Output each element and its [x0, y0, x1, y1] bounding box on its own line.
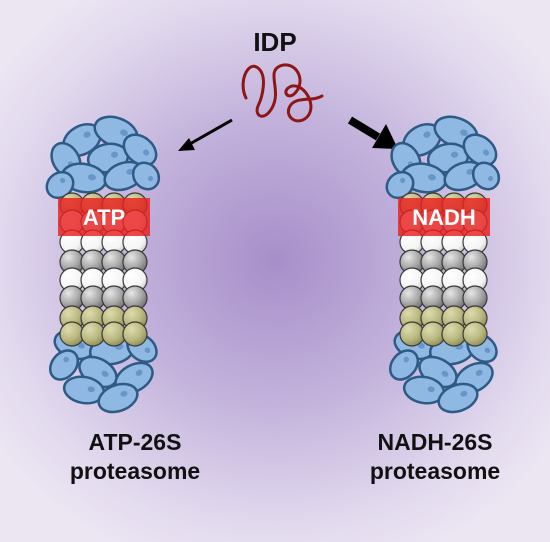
cap-subunit-pocket — [63, 356, 69, 363]
cap-subunit-body — [462, 133, 498, 167]
cap-subunit-body — [388, 349, 420, 381]
cap-subunit — [437, 382, 479, 414]
cap-subunit-body — [131, 161, 161, 191]
cap-subunit — [462, 133, 498, 167]
nadh-26s-caption-line2: proteasome — [369, 457, 501, 484]
arrow-to-atp — [178, 118, 233, 151]
cap-subunit-pocket — [460, 129, 468, 136]
core-subunit — [122, 321, 148, 347]
cap-subunit-pocket — [400, 177, 406, 184]
cap-subunit-pocket — [110, 151, 119, 158]
nadh-26s-caption-line1: NADH-26S — [377, 429, 493, 455]
cap-subunit-pocket — [423, 131, 431, 138]
cap-subunit-pocket — [144, 347, 151, 353]
cap-subunit-pocket — [487, 176, 494, 182]
cap-subunit-pocket — [83, 131, 91, 138]
cap-subunit-body — [122, 133, 158, 167]
cap-subunit-body — [471, 161, 501, 191]
cap-subunit-pocket — [403, 356, 409, 363]
nadh-26s-proteasome — [385, 115, 501, 414]
cap-subunit-pocket — [120, 390, 128, 397]
cap-subunit-pocket — [484, 347, 491, 353]
cap-subunit-pocket — [466, 168, 474, 175]
cap-subunit — [471, 161, 501, 191]
atp-26s-caption-line1: ATP-26S — [88, 429, 182, 455]
atp-26s-caption-line2: proteasome — [69, 457, 201, 484]
highlight-band — [398, 198, 490, 236]
arrow-to-nadh — [347, 116, 398, 149]
cap-subunit — [97, 382, 139, 414]
cap-subunit-pocket — [101, 370, 109, 377]
cap-subunit-pocket — [135, 369, 143, 376]
atp-band-label: ATP — [83, 205, 125, 230]
nadh-band-label: NADH — [412, 205, 476, 230]
core-subunit — [441, 321, 467, 347]
cap-subunit-pocket — [120, 129, 128, 136]
cap-subunit-pocket — [428, 174, 436, 181]
cap-subunit-pocket — [147, 176, 154, 182]
idp-title: IDP — [253, 27, 297, 57]
cap-subunit-pocket — [427, 386, 435, 393]
nadh-26s-caption: NADH-26S proteasome — [330, 428, 540, 486]
cap-subunit-pocket — [441, 370, 449, 377]
cap-subunit-pocket — [450, 151, 459, 158]
cap-subunit-pocket — [87, 386, 95, 393]
cap-subunit-body — [437, 382, 479, 414]
cap-subunit — [122, 133, 158, 167]
atp-26s-caption: ATP-26S proteasome — [20, 428, 250, 486]
cap-subunit-pocket — [88, 174, 96, 181]
core-subunit — [399, 321, 425, 347]
core-subunit — [462, 321, 488, 347]
cap-subunit-pocket — [126, 168, 134, 175]
highlight-band — [58, 198, 150, 236]
cap-subunit — [48, 349, 80, 381]
cap-subunit-pocket — [460, 390, 468, 397]
cap-subunit-pocket — [482, 149, 490, 156]
core-subunit — [420, 321, 446, 347]
cap-subunit — [388, 349, 420, 381]
cap-subunit-body — [97, 382, 139, 414]
atp-26s-proteasome — [45, 115, 161, 414]
cap-subunit-pocket — [60, 177, 66, 184]
cap-subunit-pocket — [142, 149, 150, 156]
idp-strand — [241, 63, 324, 123]
cap-subunit-pocket — [475, 369, 483, 376]
cap-subunit — [131, 161, 161, 191]
cap-subunit-body — [48, 349, 80, 381]
